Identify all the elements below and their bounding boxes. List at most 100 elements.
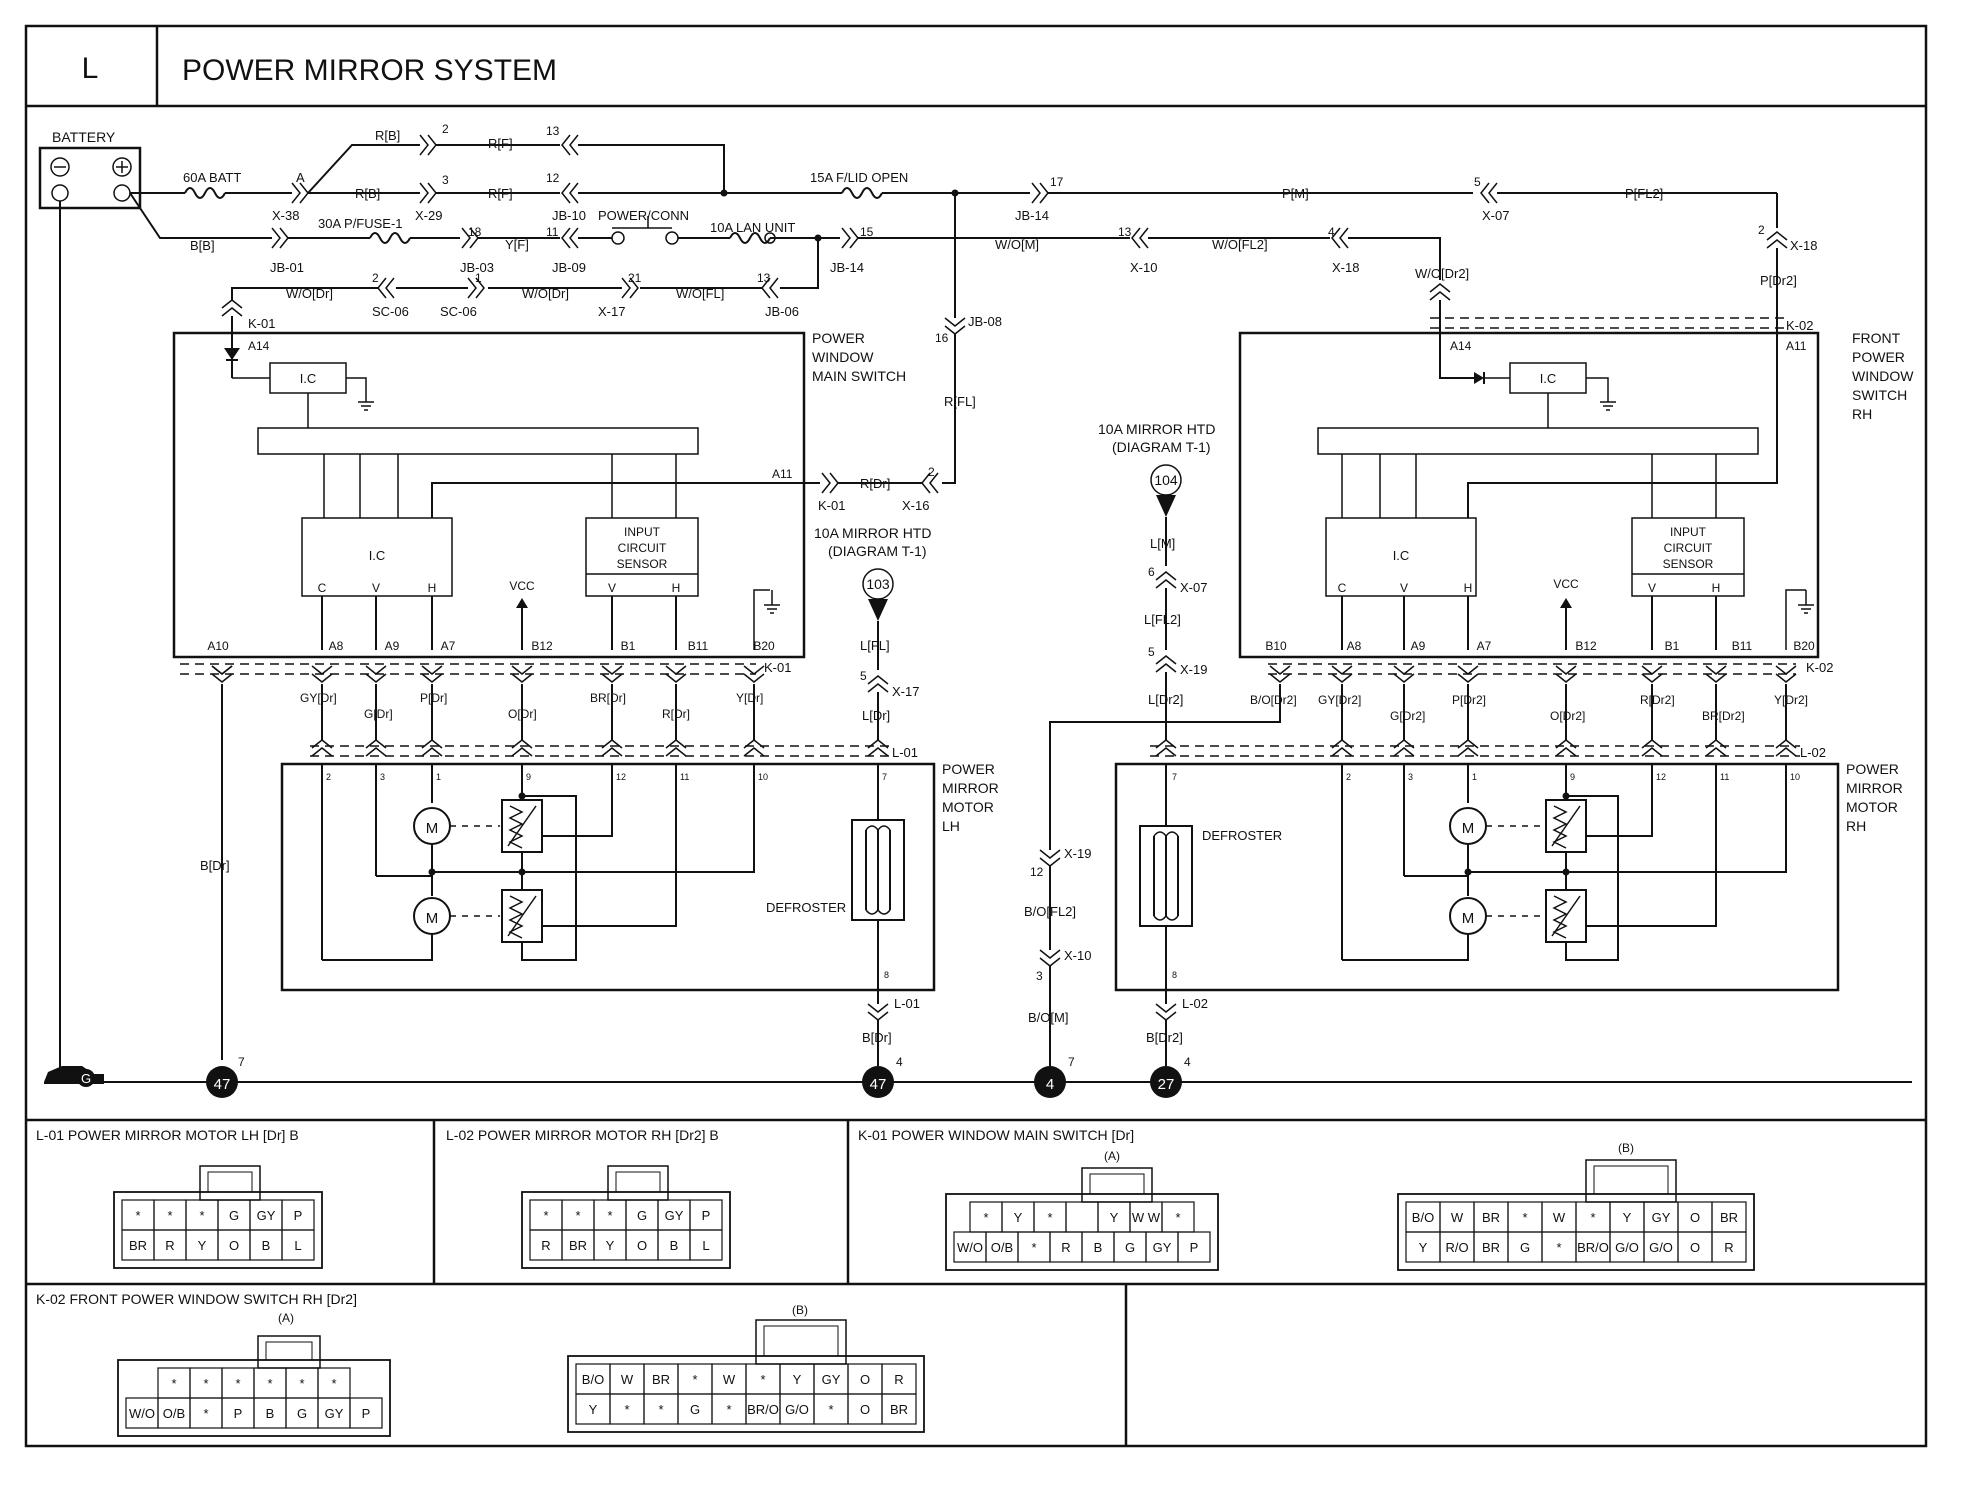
motor-r-1: M <box>1462 820 1475 837</box>
conn-x18-a: X-18 <box>1790 238 1817 253</box>
pinout-cell: BR/O <box>1577 1240 1609 1255</box>
pinout-cell: P <box>362 1406 371 1421</box>
wire-rfl: R[FL] <box>944 394 976 409</box>
tag-k01-a: (A) <box>1104 1149 1120 1163</box>
conn-x16: X-16 <box>902 498 929 513</box>
input-r-2: CIRCUIT <box>1664 541 1713 555</box>
pinout-cell: O <box>860 1372 870 1387</box>
pinout-cell: * <box>607 1208 612 1223</box>
defroster-r: DEFROSTER <box>1202 828 1282 843</box>
pin-b1-l: B1 <box>621 639 636 653</box>
input-h-r: H <box>1712 581 1721 595</box>
ground-4-sub: 7 <box>1068 1055 1075 1069</box>
right-switch-pins: B10 A8 A9 A7 B12 B1 B11 B20 K-02 <box>1265 639 1833 675</box>
pinout-cell: O <box>860 1402 870 1417</box>
wire-wodr2: W/O[Dr2] <box>1415 266 1469 281</box>
fuse-60a-label: 60A BATT <box>183 170 241 185</box>
wire-rdr: R[Dr] <box>860 476 890 491</box>
powerconn-label: POWER/CONN <box>598 208 689 223</box>
pinout-cell: GY <box>665 1208 684 1223</box>
fpw-label-1: FRONT <box>1852 330 1901 346</box>
conn-jb08: JB-08 <box>968 314 1002 329</box>
conn-x07-b: X-07 <box>1180 580 1207 595</box>
ic-h-l: H <box>428 581 437 595</box>
conn-sc06-b: SC-06 <box>440 304 477 319</box>
wire-bofl2: B/O[FL2] <box>1024 904 1076 919</box>
ground-g: G <box>81 1071 91 1086</box>
pinout-cell: * <box>135 1208 140 1223</box>
pinout-cell: W <box>621 1372 634 1387</box>
wire-rdr-bus: R[Dr] <box>662 707 690 721</box>
ground-47-a: 47 <box>214 1076 231 1093</box>
mr-pin-2: 2 <box>1346 772 1351 782</box>
pinout-cell: * <box>760 1372 765 1387</box>
pinout-cell: * <box>1590 1210 1595 1225</box>
vcc-l: VCC <box>509 579 535 593</box>
wire-gydr2: GY[Dr2] <box>1318 693 1361 707</box>
pinout-cell: * <box>235 1376 240 1391</box>
wire-gdr2: G[Dr2] <box>1390 709 1425 723</box>
pin-17: 17 <box>1050 175 1064 189</box>
ic-top-r: I.C <box>1540 371 1557 386</box>
pinout-cell: BR/O <box>747 1402 779 1417</box>
vcc-r: VCC <box>1553 577 1579 591</box>
pinout-cell: B <box>262 1238 271 1253</box>
pin-5-x17: 5 <box>860 669 867 683</box>
fpw-label-2: POWER <box>1852 349 1905 365</box>
pin-a14-l: A14 <box>248 339 270 353</box>
tag-k01-b: (B) <box>1618 1141 1634 1155</box>
conn-l02-b: L-02 <box>1182 996 1208 1011</box>
pinout-cell: * <box>828 1402 833 1417</box>
mr-pin-12: 12 <box>1656 772 1666 782</box>
input-l-3: SENSOR <box>617 557 668 571</box>
fpw-label-4: SWITCH <box>1852 387 1907 403</box>
wire-rf-1: R[F] <box>488 136 513 151</box>
wire-bdr-2: B[Dr] <box>862 1030 892 1045</box>
htd-label-r-1: 10A MIRROR HTD <box>1098 421 1215 437</box>
pin-b11-l: B11 <box>688 639 709 653</box>
conn-x07: X-07 <box>1482 208 1509 223</box>
pin-16: 16 <box>935 331 949 345</box>
wire-brdr: BR[Dr] <box>590 691 626 705</box>
pinout-cell: * <box>167 1208 172 1223</box>
pinout-cell: BR <box>1720 1210 1738 1225</box>
pinout-cell: * <box>692 1372 697 1387</box>
wire-odr2: O[Dr2] <box>1550 709 1585 723</box>
pinout-cell: * <box>1556 1240 1561 1255</box>
pin-a9-l: A9 <box>385 639 400 653</box>
ground-symbols: G 47 7 47 4 4 7 27 4 <box>44 1055 1191 1098</box>
wire-brdr2: BR[Dr2] <box>1702 709 1745 723</box>
conn-jb06: JB-06 <box>765 304 799 319</box>
wire-bdr2: B[Dr2] <box>1146 1030 1183 1045</box>
pinout-cell: Y <box>1419 1240 1428 1255</box>
pin-1-sc06: 1 <box>475 271 482 285</box>
conn-l01-a: L-01 <box>892 745 918 760</box>
panel-k01-title: K-01 POWER WINDOW MAIN SWITCH [Dr] <box>858 1127 1134 1143</box>
outer-frame <box>24 24 1928 1448</box>
ml-pin-12: 12 <box>616 772 626 782</box>
pinout-cell: L <box>294 1238 301 1253</box>
pin-b12-l: B12 <box>531 639 553 653</box>
pinout-cell: * <box>199 1208 204 1223</box>
power-mirror-motor-rh: POWER MIRROR MOTOR RH 7 2 3 1 9 12 11 10… <box>1114 761 1903 992</box>
power-mirror-motor-lh: POWER MIRROR MOTOR LH 2 3 1 9 12 11 10 7… <box>280 761 999 992</box>
pinout-cell: R <box>165 1238 174 1253</box>
ml-pin-10: 10 <box>758 772 768 782</box>
pinout-cell: G/O <box>1615 1240 1639 1255</box>
pinout-cell: G <box>229 1208 239 1223</box>
mmlh-label-4: LH <box>942 818 960 834</box>
pin-a11-r: A11 <box>1786 339 1807 353</box>
fpw-label-3: WINDOW <box>1852 368 1914 384</box>
pinout-cell: * <box>575 1208 580 1223</box>
pin-6-x07: 6 <box>1148 565 1155 579</box>
power-window-main-switch: POWER WINDOW MAIN SWITCH I.C A11 K-01 R[… <box>172 330 922 659</box>
motor-l-1: M <box>426 820 439 837</box>
pinout-cell: G/O <box>1649 1240 1673 1255</box>
pinout-cell: L <box>702 1238 709 1253</box>
conn-jb14-a: JB-14 <box>1015 208 1049 223</box>
wire-ldr: L[Dr] <box>862 708 890 723</box>
input-l-2: CIRCUIT <box>618 541 667 555</box>
mr-pin-3: 3 <box>1408 772 1413 782</box>
